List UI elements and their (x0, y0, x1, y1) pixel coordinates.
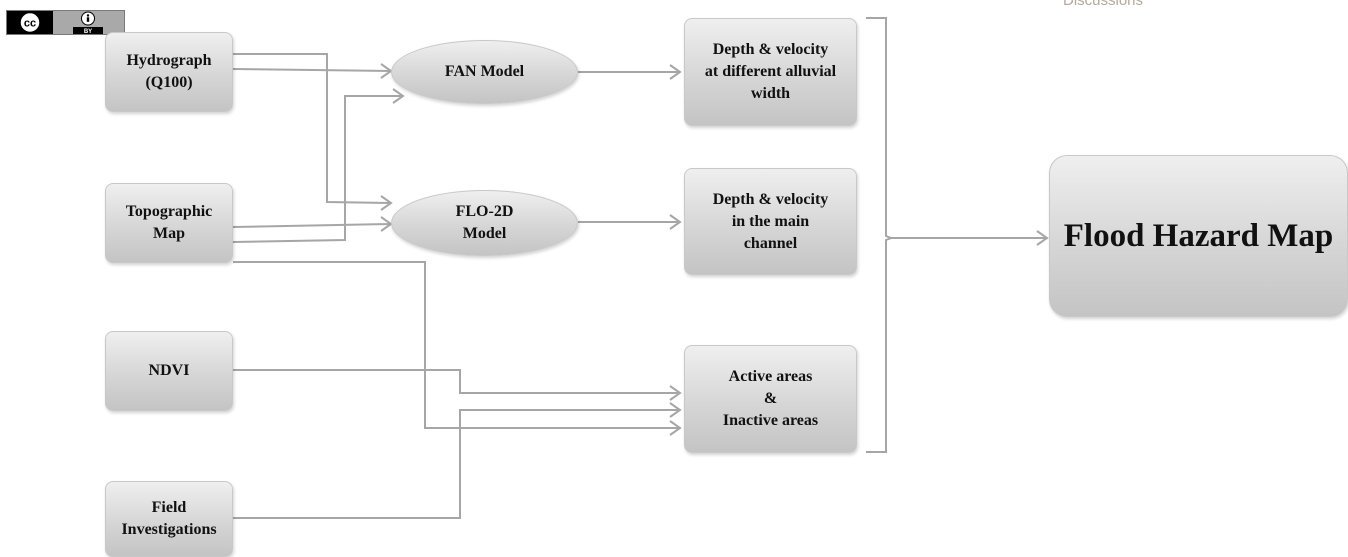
node-field-investigations: Field Investigations (105, 481, 233, 557)
node-topographic-line-1: Topographic (125, 203, 213, 220)
connector-topographic-fan (232, 95, 401, 243)
node-depth-channel-line-2: in the main (731, 212, 810, 230)
node-active-line-3: Inactive areas (722, 412, 819, 429)
connector-topographic-flo2d (232, 223, 392, 228)
arrowhead-depth-alluvial (669, 64, 682, 80)
node-hydrograph-line-2: (Q100) (145, 74, 193, 91)
connector-hydrograph-fan (232, 68, 392, 72)
curly-brace (866, 17, 894, 453)
connector-hydrograph-flo2d (233, 53, 392, 204)
node-active-line-1: Active areas (728, 368, 813, 385)
arrowhead-active-field (669, 402, 682, 418)
node-depth-alluvial-line-3: width (750, 85, 791, 102)
node-flo2d-line-2: Model (462, 225, 507, 242)
node-topographic-map: Topographic Map (105, 183, 233, 263)
node-depth-velocity-channel: Depth & velocity in the main channel (684, 168, 857, 275)
node-fan-line-1: FAN Model (444, 63, 525, 80)
cc-label: cc (24, 18, 36, 30)
arrowhead-active-ndvi (669, 385, 682, 401)
node-flood-map-label: Flood Hazard Map (1063, 218, 1334, 254)
connector-ndvi-active (233, 369, 680, 394)
node-active-inactive-areas: Active areas & Inactive areas (684, 345, 857, 453)
node-active-line-2: & (763, 390, 778, 407)
node-field-line-1: Field (151, 499, 187, 516)
cc-by-license-badge[interactable]: cc BY (6, 10, 125, 35)
node-flood-hazard-map: Flood Hazard Map (1049, 155, 1348, 317)
node-depth-velocity-alluvial: Depth & velocity at different alluvial w… (684, 18, 857, 126)
by-label: BY (84, 29, 92, 34)
node-depth-alluvial-line-2: at different alluvial (704, 63, 837, 80)
cc-by-license-icon: cc BY (7, 11, 124, 35)
node-ndvi: NDVI (105, 331, 233, 411)
connector-topographic-active (233, 261, 680, 429)
journal-discussions-label: Discussions (1063, 0, 1144, 9)
node-flo2d-line-1: FLO-2D (455, 203, 514, 220)
node-hydrograph-line-1: Hydrograph (126, 52, 212, 69)
arrowhead-active-topographic (669, 420, 682, 436)
node-depth-channel-line-1: Depth & velocity (712, 190, 829, 208)
connector-field-active (233, 409, 680, 519)
node-hydrograph: Hydrograph (Q100) (105, 32, 233, 112)
arrowhead-depth-channel (669, 214, 682, 230)
node-depth-alluvial-line-1: Depth & velocity (712, 41, 829, 58)
node-depth-channel-line-3: channel (743, 234, 798, 252)
arrowhead-flo2d-top (380, 195, 393, 211)
node-ndvi-line-1: NDVI (148, 362, 190, 379)
node-flo2d-model: FLO-2D Model (391, 190, 578, 256)
node-fan-model: FAN Model (391, 40, 578, 104)
node-field-line-2: Investigations (121, 521, 217, 538)
arrowhead-fan-bottom (392, 88, 405, 104)
arrowhead-flood-map (1036, 230, 1049, 246)
node-topographic-line-2: Map (153, 225, 185, 242)
